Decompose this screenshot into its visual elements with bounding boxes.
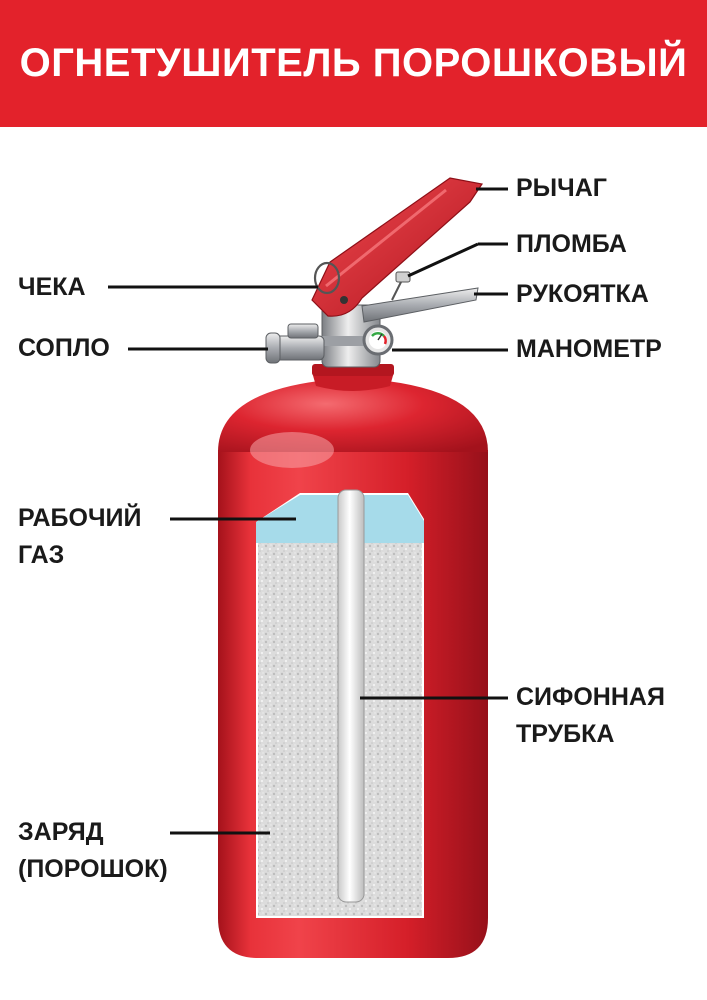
title-banner: ОГНЕТУШИТЕЛЬ ПОРОШКОВЫЙ bbox=[0, 0, 707, 127]
siphon-tube bbox=[337, 489, 365, 903]
label-handle: РУКОЯТКА bbox=[516, 280, 649, 308]
label-nozzle: СОПЛО bbox=[18, 334, 110, 362]
label-gauge: МАНОМЕТР bbox=[516, 335, 662, 363]
pin-ring bbox=[313, 261, 341, 295]
label-lever: РЫЧАГ bbox=[516, 174, 607, 202]
label-siphon-line2: ТРУБКА bbox=[516, 720, 615, 748]
trigger-lever bbox=[311, 177, 484, 317]
carry-handle bbox=[361, 287, 479, 323]
cylinder-neck bbox=[312, 372, 394, 391]
label-charge-line1: ЗАРЯД bbox=[18, 818, 104, 846]
label-gas-line2: ГАЗ bbox=[18, 541, 65, 569]
label-pin: ЧЕКА bbox=[18, 273, 86, 301]
label-charge-line2: (ПОРОШОК) bbox=[18, 855, 168, 883]
seal-clip bbox=[395, 271, 411, 283]
label-siphon-line1: СИФОННАЯ bbox=[516, 683, 665, 711]
label-seal: ПЛОМБА bbox=[516, 230, 627, 258]
leader-seal bbox=[407, 242, 479, 278]
page-title: ОГНЕТУШИТЕЛЬ ПОРОШКОВЫЙ bbox=[19, 41, 688, 85]
label-gas-line1: РАБОЧИЙ bbox=[18, 504, 142, 532]
